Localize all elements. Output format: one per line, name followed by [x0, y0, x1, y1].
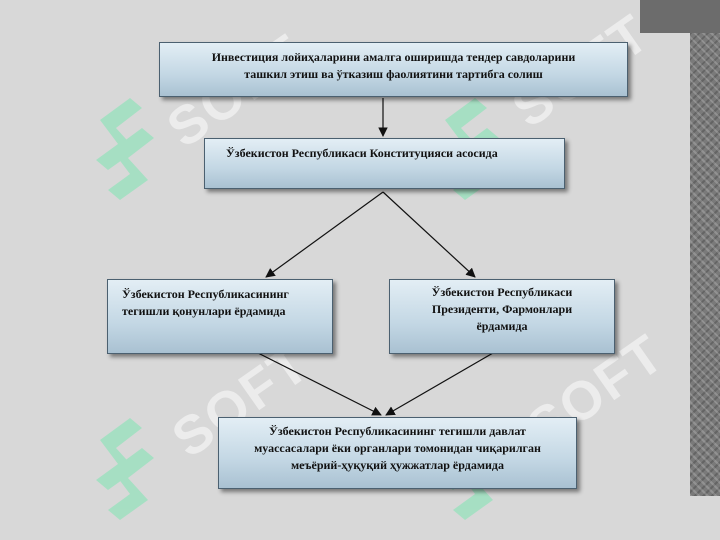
diagram-node-root: Инвестиция лойиҳаларини амалга оширишда … — [159, 42, 628, 97]
diagram-node-laws: Ўзбекистон Республикасининг тегишли қону… — [107, 279, 333, 354]
edge-n2-n3 — [265, 191, 384, 278]
diagram-node-constitution: Ўзбекистон Республикаси Конституцияси ас… — [204, 138, 565, 189]
diagram-node-regulatory-acts: Ўзбекистон Республикасининг тегишли давл… — [218, 417, 577, 489]
decorative-side-header — [640, 0, 720, 33]
edge-n4-n5 — [385, 352, 494, 416]
edge-n3-n5 — [257, 352, 382, 416]
edge-n2-n4 — [382, 191, 476, 278]
diagram-node-presidential-decrees: Ўзбекистон Республикаси Президенти, Фарм… — [389, 279, 615, 354]
